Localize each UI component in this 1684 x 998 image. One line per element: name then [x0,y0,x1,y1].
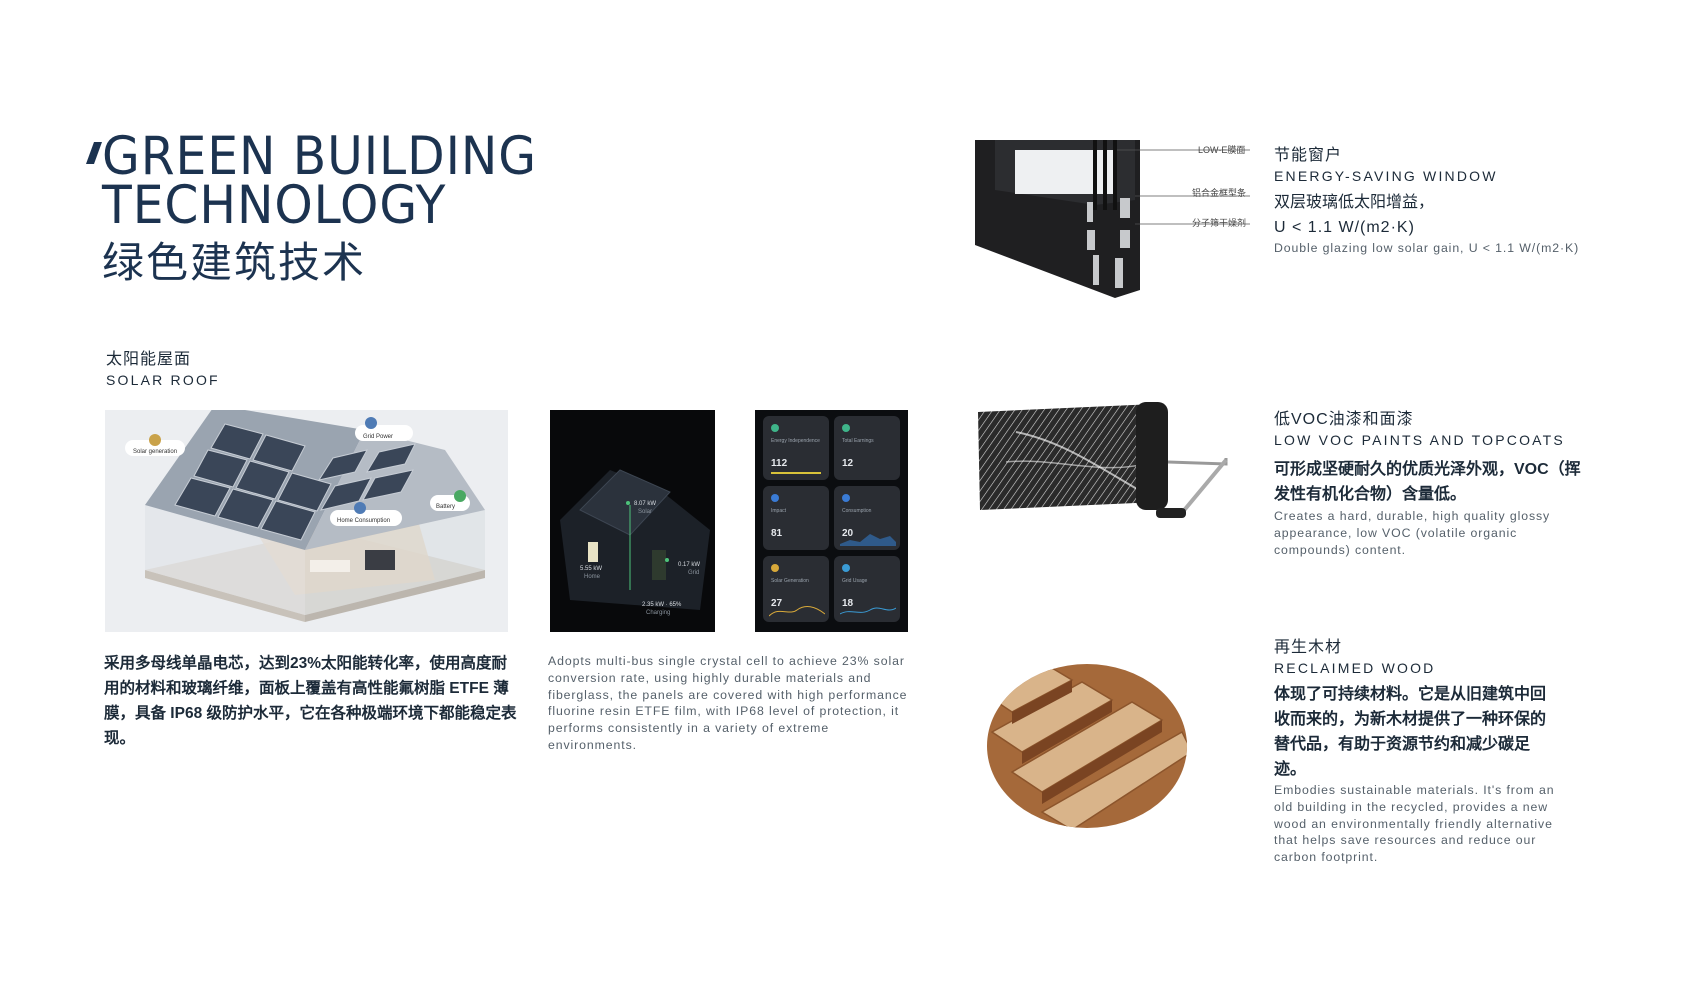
stat-tile: Grid Usage 18 [834,556,900,622]
stat-tile: Energy Independence 112 [763,416,829,480]
wood-heading-cn: 再生木材 [1274,639,1343,656]
home-consumption-label: Home Consumption [337,518,390,524]
solar-heading-cn: 太阳能屋面 [106,351,192,368]
tile-value: 81 [771,528,783,539]
solar-body-cn: 采用多母线单晶电芯，达到23%太阳能转化率，使用高度耐用的材料和玻璃纤维，面板上… [104,655,517,747]
tile-icon [842,424,850,432]
solar-body-en: Adopts multi-bus single crystal cell to … [548,654,908,752]
window-body-cn-2: U < 1.1 W/(m2·K) [1274,219,1415,236]
tile-icon [771,564,779,572]
phone-battery-sub: Charging [646,610,670,616]
phone-home-sub: Home [584,574,601,580]
paint-body-en: Creates a hard, durable, high quality gl… [1274,509,1551,557]
tile-label: Total Earnings [842,438,874,444]
solar-house-illustration: Solar generation Grid Power Home Consump… [105,410,508,632]
tile-value: 27 [771,598,783,609]
tile-icon [842,564,850,572]
solar-app-house-screen: 8.07 kW Solar 5.55 kW Home 0.17 kW Grid … [550,410,715,632]
tile-icon [771,424,779,432]
stat-tile: Total Earnings 12 [834,416,900,480]
page-title-en: GREEN BUILDING TECHNOLOGY [102,126,538,236]
grid-power-label: Grid Power [363,434,393,440]
window-body-en: Double glazing low solar gain, U < 1.1 W… [1274,241,1580,255]
wood-body-cn: 体现了可持续材料。它是从旧建筑中回收而来的，为新木材提供了一种环保的替代品，有助… [1274,686,1547,778]
phone-grid-value: 0.17 kW [678,562,700,568]
solar-heading-en: SOLAR ROOF [106,372,220,388]
tile-label: Consumption [842,508,872,514]
window-body-cn-1: 双层玻璃低太阳增益， [1274,194,1435,211]
aluminum-strip-label: 铝合金框型条 [1192,188,1247,198]
tile-label: Energy Independence [771,438,820,444]
window-heading-cn: 节能窗户 [1274,147,1343,164]
desiccant-label: 分子筛干燥剂 [1192,218,1247,228]
window-frame-diagram [975,140,1255,298]
paint-body-cn: 可形成坚硬耐久的优质光泽外观，VOC（挥发性有机化合物）含量低。 [1274,461,1581,503]
tile-label: Solar Generation [771,578,809,584]
solar-app-stats-screen: Energy Independence 112 Total Earnings 1… [755,410,908,632]
phone-solar-value: 8.07 kW [634,501,656,507]
paint-roller-image [976,402,1256,524]
phone-solar-sub: Solar [638,509,652,515]
paint-heading-en: LOW VOC PAINTS AND TOPCOATS [1274,432,1565,448]
phone-battery-value: 2.35 kW · 65% [642,602,682,608]
wood-body-en: Embodies sustainable materials. It's fro… [1274,783,1555,865]
tile-icon [842,494,850,502]
phone-home-value: 5.55 kW [580,566,602,572]
low-e-label: LOW-E膜面 [1198,145,1246,155]
page-title-cn: 绿色建筑技术 [102,239,367,286]
battery-label: Battery [436,504,455,510]
stat-tile: Impact 81 [763,486,829,550]
wood-heading-en: RECLAIMED WOOD [1274,660,1436,676]
solar-generation-label: Solar generation [133,449,177,455]
stat-tile: Solar Generation 27 [763,556,829,622]
window-heading-en: ENERGY-SAVING WINDOW [1274,168,1498,184]
stat-tile: Consumption 20 [834,486,900,550]
tile-value: 20 [842,528,854,539]
tile-value: 12 [842,458,854,469]
paint-heading-cn: 低VOC油漆和面漆 [1274,411,1414,428]
reclaimed-wood-image [982,662,1192,830]
tile-value: 18 [842,598,854,609]
tile-value: 112 [771,458,788,469]
tile-label: Grid Usage [842,578,868,584]
phone-grid-sub: Grid [688,570,699,576]
tile-label: Impact [771,508,787,514]
tile-icon [771,494,779,502]
title-accent-mark [85,142,103,164]
